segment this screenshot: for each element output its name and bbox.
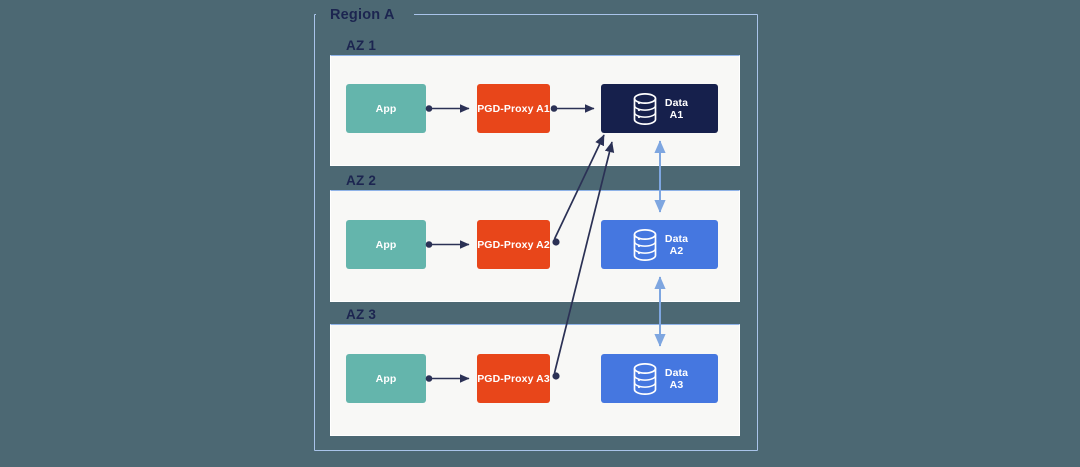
- az-3-proxy-node[interactable]: PGD-Proxy A3: [477, 354, 550, 403]
- az-3-label: AZ 3: [346, 307, 377, 322]
- az-1-proxy-node[interactable]: PGD-Proxy A1: [477, 84, 550, 133]
- region-a-label: Region A: [330, 7, 395, 23]
- az-2-proxy-label: PGD-Proxy A2: [477, 238, 550, 251]
- az-1-app-node[interactable]: App: [346, 84, 426, 133]
- az-1-data-node[interactable]: Data A1: [601, 84, 718, 133]
- az-2-data-label-line1: Data: [664, 232, 689, 245]
- az-1-app-label: App: [375, 102, 397, 115]
- az-3-data-label-line2: A3: [669, 378, 684, 391]
- az-3-app-label: App: [375, 372, 397, 385]
- az-1-proxy-label: PGD-Proxy A1: [477, 102, 550, 115]
- az-1-data-label: Data A1: [665, 97, 688, 121]
- az-3-proxy-label: PGD-Proxy A3: [477, 372, 550, 385]
- az-2-app-label: App: [375, 238, 397, 251]
- az-3-app-node[interactable]: App: [346, 354, 426, 403]
- az-2-proxy-node[interactable]: PGD-Proxy A2: [477, 220, 550, 269]
- az-1-label: AZ 1: [346, 38, 377, 53]
- az-3-data-label: Data A3: [665, 367, 688, 391]
- az-2-data-label-line2: A2: [669, 244, 684, 257]
- az-3-data-label-line1: Data: [664, 366, 689, 379]
- region-a-boundary: [314, 14, 758, 451]
- az-1-data-label-line2: A1: [669, 108, 684, 121]
- az-2-data-node[interactable]: Data A2: [601, 220, 718, 269]
- az-3-data-node[interactable]: Data A3: [601, 354, 718, 403]
- database-icon: [631, 92, 659, 126]
- database-icon: [631, 362, 659, 396]
- az-2-label: AZ 2: [346, 173, 377, 188]
- az-1-data-label-line1: Data: [664, 96, 689, 109]
- database-icon: [631, 228, 659, 262]
- az-2-data-label: Data A2: [665, 233, 688, 257]
- az-2-app-node[interactable]: App: [346, 220, 426, 269]
- region-label-backdrop: [316, 8, 414, 22]
